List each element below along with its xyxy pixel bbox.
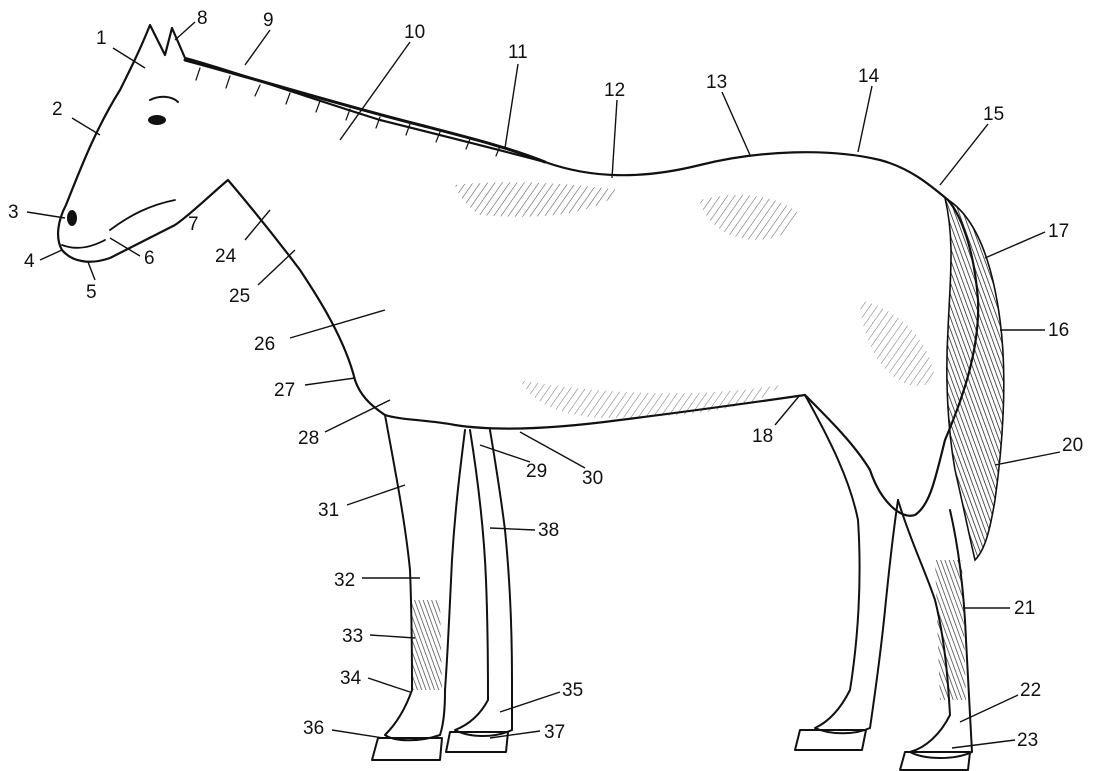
tail: [945, 198, 1004, 560]
label-8: 8: [197, 8, 208, 29]
label-38: 38: [538, 520, 559, 541]
nostril: [67, 210, 77, 226]
label-2: 2: [52, 99, 63, 120]
mane: [185, 60, 545, 162]
hoof-front-near: [372, 738, 442, 760]
label-22: 22: [1020, 680, 1041, 701]
label-1: 1: [96, 28, 107, 49]
label-23: 23: [1017, 730, 1038, 751]
label-24: 24: [215, 246, 237, 267]
legs: [372, 395, 972, 770]
label-13: 13: [706, 72, 727, 93]
label-34: 34: [340, 668, 362, 689]
label-5: 5: [86, 282, 97, 303]
label-35: 35: [562, 680, 583, 701]
label-26: 26: [254, 334, 275, 355]
label-6: 6: [144, 248, 155, 269]
hoof-hind-near: [900, 752, 970, 770]
label-27: 27: [274, 380, 295, 401]
label-11: 11: [508, 42, 528, 63]
label-25: 25: [229, 286, 250, 307]
label-7: 7: [188, 214, 199, 235]
label-15: 15: [983, 104, 1004, 125]
label-28: 28: [298, 428, 319, 449]
label-10: 10: [404, 22, 425, 43]
label-33: 33: [342, 626, 363, 647]
label-37: 37: [544, 722, 565, 743]
label-36: 36: [303, 718, 324, 739]
eye: [148, 115, 166, 125]
label-32: 32: [334, 570, 355, 591]
label-16: 16: [1048, 320, 1069, 341]
label-4: 4: [24, 251, 35, 272]
label-21: 21: [1014, 598, 1035, 619]
label-29: 29: [526, 461, 547, 482]
label-31: 31: [318, 500, 339, 521]
label-30: 30: [582, 468, 603, 489]
label-17: 17: [1048, 221, 1069, 242]
label-14: 14: [858, 66, 880, 87]
label-20: 20: [1062, 435, 1083, 456]
label-18: 18: [752, 426, 773, 447]
label-3: 3: [8, 202, 19, 223]
label-12: 12: [604, 80, 625, 101]
label-9: 9: [263, 10, 274, 31]
